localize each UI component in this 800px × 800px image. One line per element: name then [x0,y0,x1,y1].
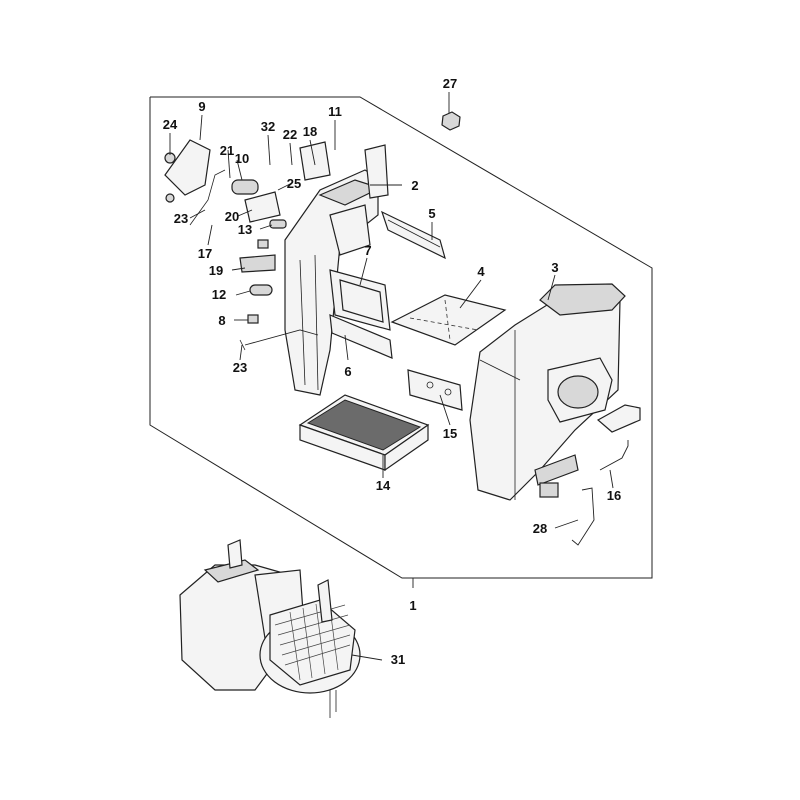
callout-24: 24 [163,117,178,132]
callout-16: 16 [607,488,621,503]
callout-18: 18 [303,124,317,139]
callout-22: 22 [283,127,297,142]
callout-13: 13 [238,222,252,237]
callout-21: 21 [220,143,234,158]
callout-2: 2 [411,178,418,193]
callout-28: 28 [533,521,547,536]
part-5-frame [380,210,446,260]
callout-17: 17 [198,246,212,261]
callout-10: 10 [235,151,249,166]
part-7-frame [329,269,391,331]
callout-20: 20 [225,209,239,224]
callout-11: 11 [328,104,342,119]
callout-3: 3 [551,260,558,275]
part-16-seal [599,440,629,471]
part-27-nut [441,111,461,131]
callout-23-lower: 23 [233,360,247,375]
callout-23-upper: 23 [174,211,188,226]
part-3-housing [469,283,641,501]
callout-31: 31 [391,652,405,667]
callout-14: 14 [376,478,391,493]
callout-1: 1 [409,598,416,613]
part-6-frame [329,314,393,359]
part-14-filter [298,394,430,472]
callout-9: 9 [198,99,205,114]
leader-lines [169,92,614,661]
part-28-seal [571,487,595,546]
blower-assembly [179,539,361,718]
callout-8: 8 [218,313,225,328]
leader-1 [402,577,414,588]
callout-7: 7 [364,243,371,258]
blower-grille [274,599,351,681]
callout-labels: 1 2 3 4 5 6 7 8 9 10 11 12 13 14 15 16 1… [163,76,621,667]
callout-25: 25 [287,176,301,191]
callout-32: 32 [261,119,275,134]
assembly-boundary [149,96,653,579]
callout-6: 6 [344,364,351,379]
callout-4: 4 [477,264,485,279]
part-15-plate [407,369,463,411]
small-hardware-parts [164,139,331,351]
part-4-plate [390,294,507,346]
callout-27: 27 [443,76,457,91]
callout-15: 15 [443,426,457,441]
callout-19: 19 [209,263,223,278]
callout-5: 5 [428,206,435,221]
callout-12: 12 [212,287,226,302]
